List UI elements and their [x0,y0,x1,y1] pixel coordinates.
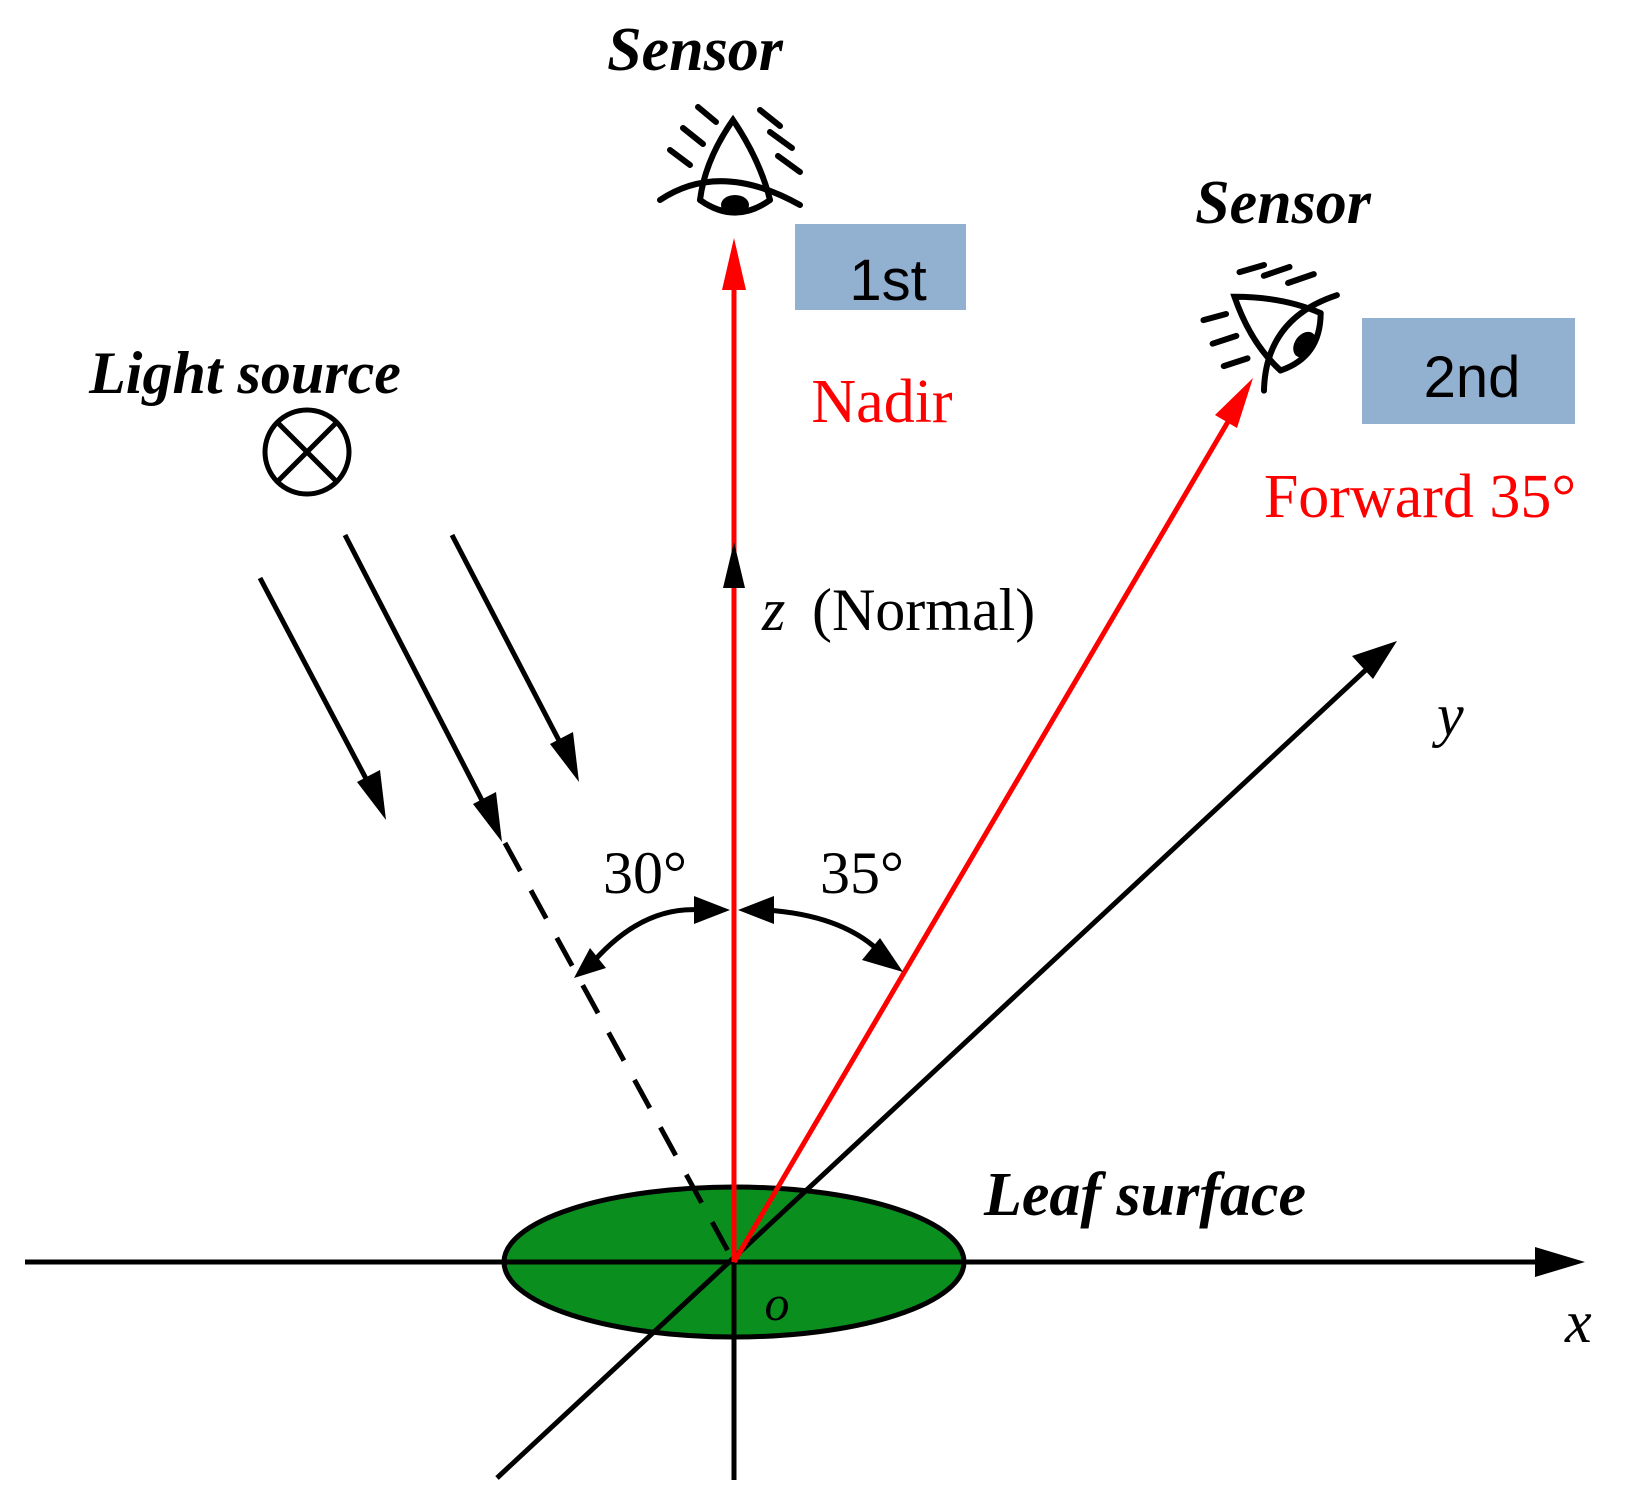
angle-arc-35 [738,896,903,972]
y-axis [495,641,1397,1480]
z-axis-label: z [761,577,785,643]
sensor-2-label: Sensor [1195,169,1372,237]
sensor-1-label: Sensor [607,16,784,84]
z-axis-note: (Normal) [812,577,1035,643]
eye-icon [1200,261,1340,394]
angle-arc-30 [574,896,730,978]
badge-2nd-bg [1362,318,1575,424]
y-axis-label: y [1431,682,1464,748]
x-axis [25,1247,1585,1277]
light-source-label: Light source [88,340,401,406]
incident-direction-dashed [502,841,737,1264]
nadir-label: Nadir [811,368,953,436]
angle-35-label: 35° [820,840,904,906]
origin-label: o [765,1275,790,1331]
badge-1st: 1st [849,248,926,313]
x-axis-label: x [1564,1289,1592,1355]
leaf-surface-label: Leaf surface [983,1161,1306,1229]
angle-30-label: 30° [603,840,687,906]
forward-ray [731,378,1253,1264]
badge-2nd: 2nd [1424,345,1521,410]
badge-1st-bg [795,224,966,310]
eye-icon [657,104,803,216]
nadir-ray [722,238,746,1262]
forward-label: Forward 35° [1264,463,1576,531]
light-rays [257,533,579,842]
z-axis-arrowhead [723,542,745,588]
circled-cross-icon [262,407,352,497]
